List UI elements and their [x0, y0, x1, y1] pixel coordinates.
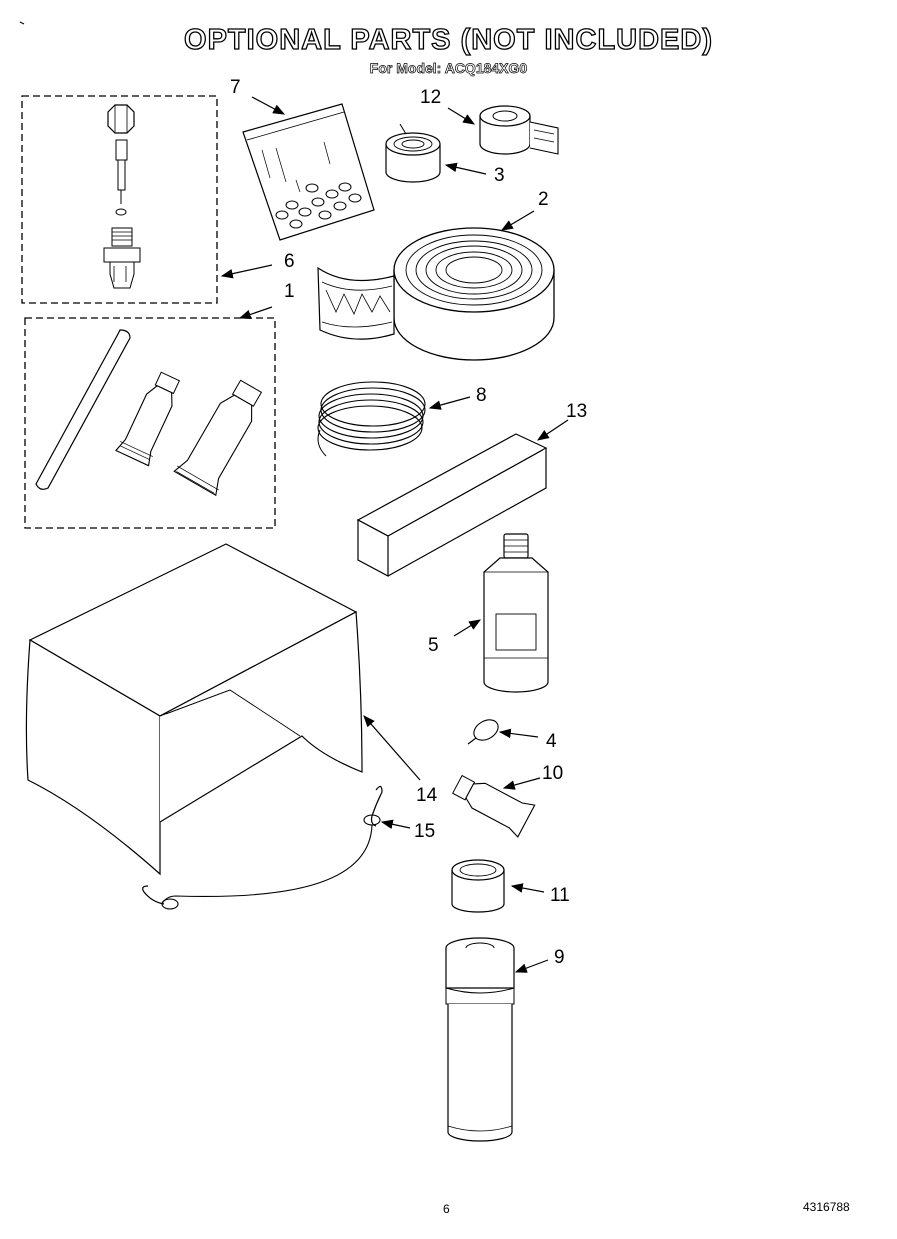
document-number: 4316788	[803, 1200, 850, 1214]
part-12-tape-roll	[479, 105, 559, 155]
part-15-cord	[142, 785, 383, 910]
part-7-hardware-bag	[242, 103, 375, 241]
callout-3: 3	[494, 165, 505, 186]
callout-13: 13	[566, 401, 588, 422]
part-9-spray-can	[445, 937, 515, 1142]
part-5-bottle	[483, 533, 549, 693]
part-6-fitting-kit	[21, 95, 218, 304]
callout-7: 7	[230, 77, 241, 98]
callout-4: 4	[546, 731, 557, 752]
callout-15: 15	[414, 821, 436, 842]
callout-1: 1	[284, 281, 295, 302]
callout-6: 6	[284, 251, 295, 272]
page-title: OPTIONAL PARTS (NOT INCLUDED)	[183, 23, 713, 56]
callout-5: 5	[428, 635, 439, 656]
part-11-ring	[451, 859, 505, 913]
part-3-small-roll	[385, 123, 441, 183]
part-8-wire-coil	[317, 381, 426, 457]
callout-8: 8	[476, 385, 487, 406]
page-number: 6	[443, 1202, 450, 1216]
callout-10: 10	[542, 763, 564, 784]
part-1-sealant-kit	[24, 317, 276, 529]
part-10-tube	[452, 774, 536, 838]
callout-12: 12	[420, 87, 442, 108]
part-14-cover	[25, 543, 363, 876]
callout-9: 9	[554, 947, 565, 968]
callout-2: 2	[538, 189, 549, 210]
callout-14: 14	[416, 785, 438, 806]
model-subtitle: For Model: ACQ184XG0	[369, 60, 528, 77]
part-2-insulation-roll	[317, 227, 555, 361]
callout-11: 11	[550, 885, 570, 906]
part-13-foam-strip	[356, 433, 548, 577]
part-4-cap	[467, 719, 499, 745]
